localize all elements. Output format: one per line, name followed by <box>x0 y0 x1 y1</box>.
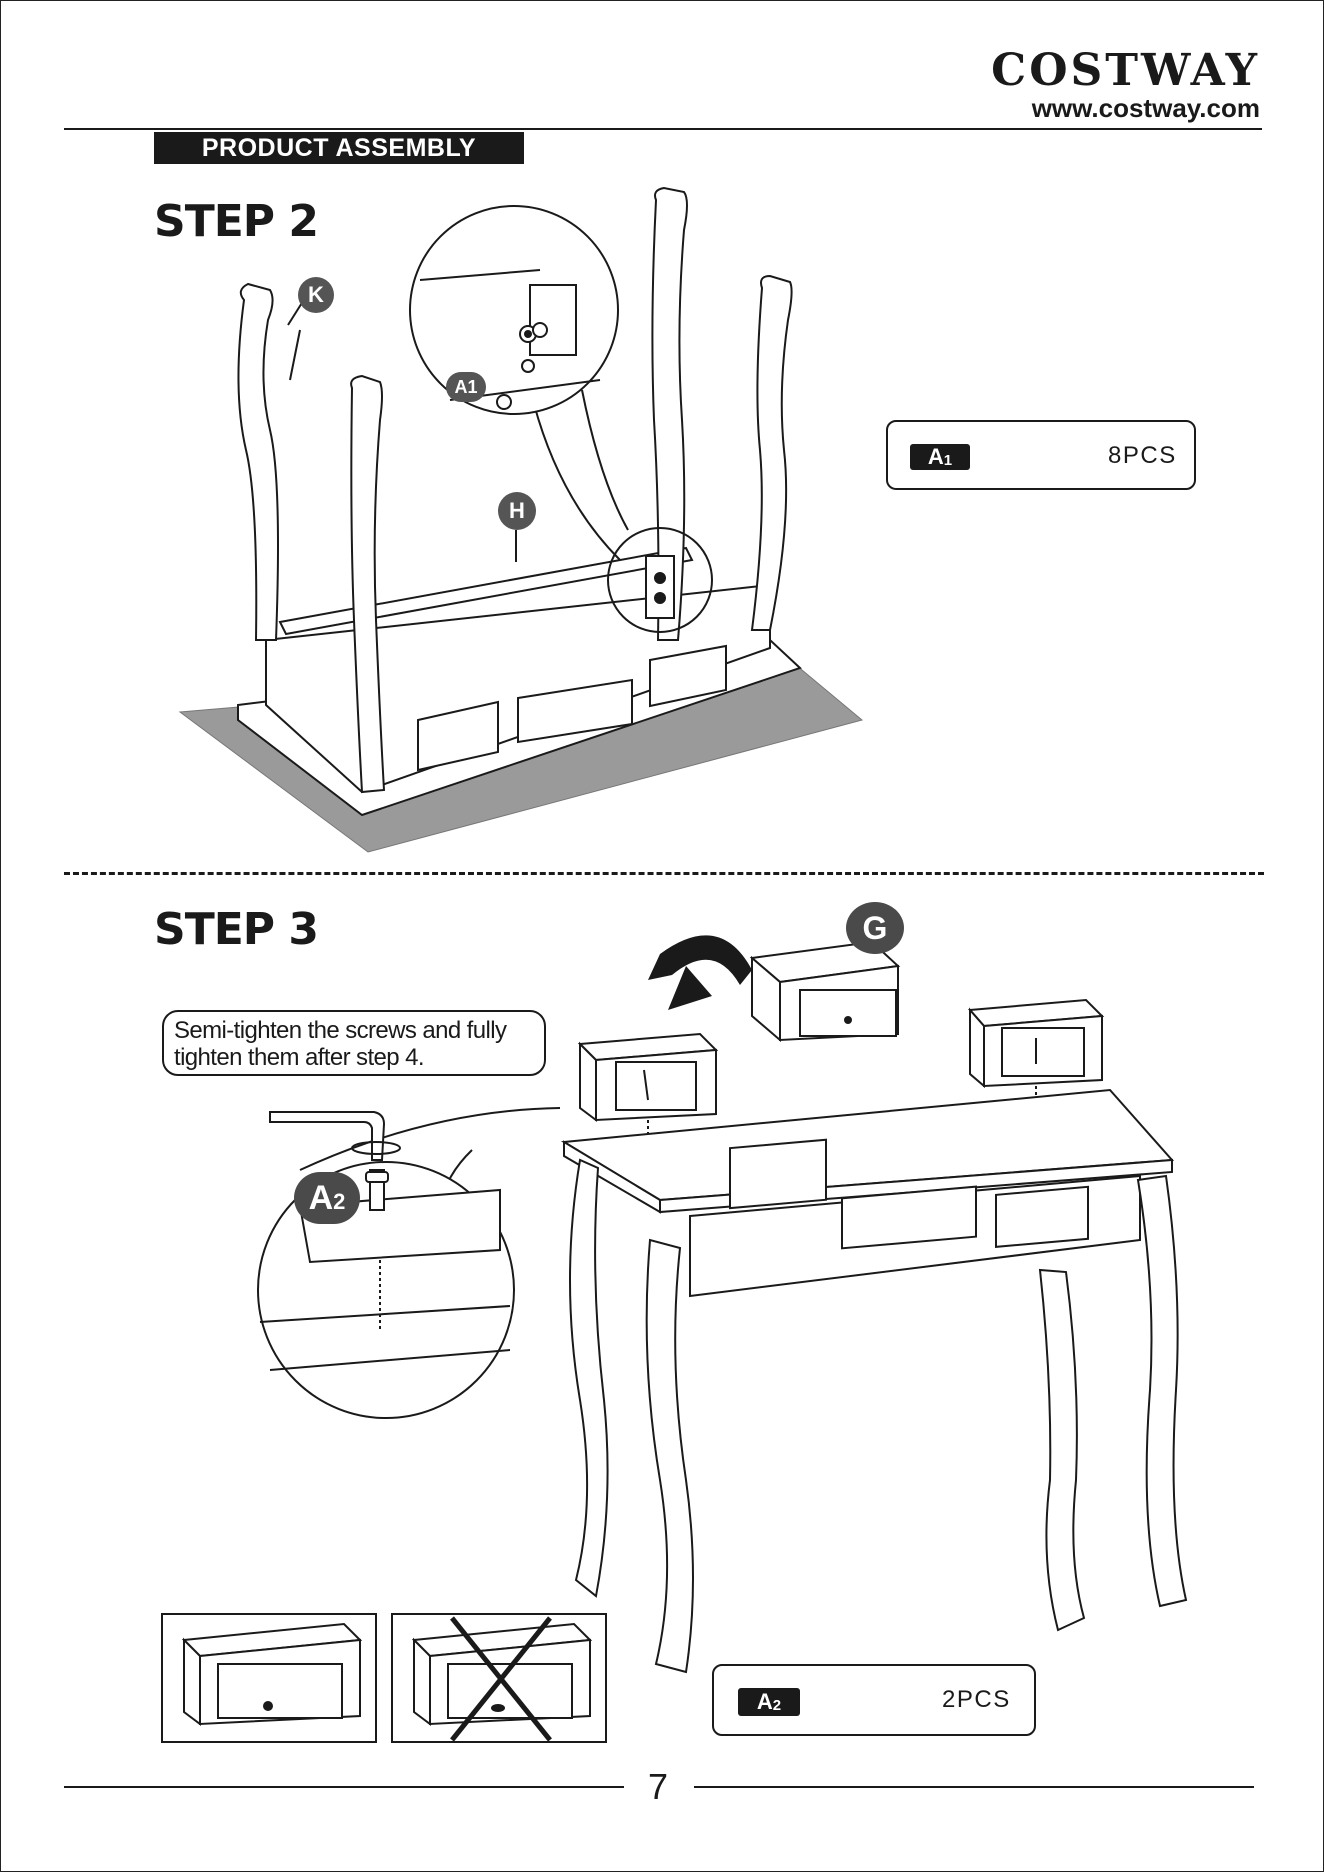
note-line-2: tighten them after step 4. <box>174 1044 534 1071</box>
part-code-index: 1 <box>944 452 952 469</box>
part-quantity: 8PCS <box>1108 442 1177 470</box>
step3-drawer <box>752 942 898 1040</box>
footer-rule-right <box>694 1786 1254 1788</box>
step3-detail-circle <box>258 1108 560 1418</box>
part-code-letter: A <box>757 1689 773 1714</box>
part-label-a2-letter: A <box>309 1179 334 1217</box>
part-label-g: G <box>846 902 904 954</box>
part-label-a2-index: 2 <box>333 1189 345 1214</box>
part-code-a2: A2 <box>738 1688 800 1716</box>
step3-title: STEP 3 <box>154 904 318 955</box>
part-label-a1: A1 <box>446 372 486 402</box>
note-line-1: Semi-tighten the screws and fully <box>174 1017 534 1044</box>
part-code-a1: A1 <box>910 444 970 470</box>
step3-parts-box: A2 2PCS <box>712 1664 1036 1736</box>
part-code-letter: A <box>928 444 944 469</box>
part-label-h: H <box>498 492 536 530</box>
part-quantity: 2PCS <box>942 1686 1011 1714</box>
step2-parts-box: A1 8PCS <box>886 420 1196 490</box>
page-number: 7 <box>628 1766 688 1808</box>
part-code-index: 2 <box>773 1697 781 1714</box>
part-label-k: K <box>298 277 334 313</box>
step3-drawer-arrow-icon <box>648 935 752 1010</box>
step3-note: Semi-tighten the screws and fully tighte… <box>162 1010 546 1076</box>
part-label-a2: A2 <box>294 1172 360 1224</box>
step3-table <box>564 1090 1186 1672</box>
footer-rule-left <box>64 1786 624 1788</box>
step-divider <box>64 872 1264 875</box>
correct-example-panel <box>162 1614 376 1742</box>
